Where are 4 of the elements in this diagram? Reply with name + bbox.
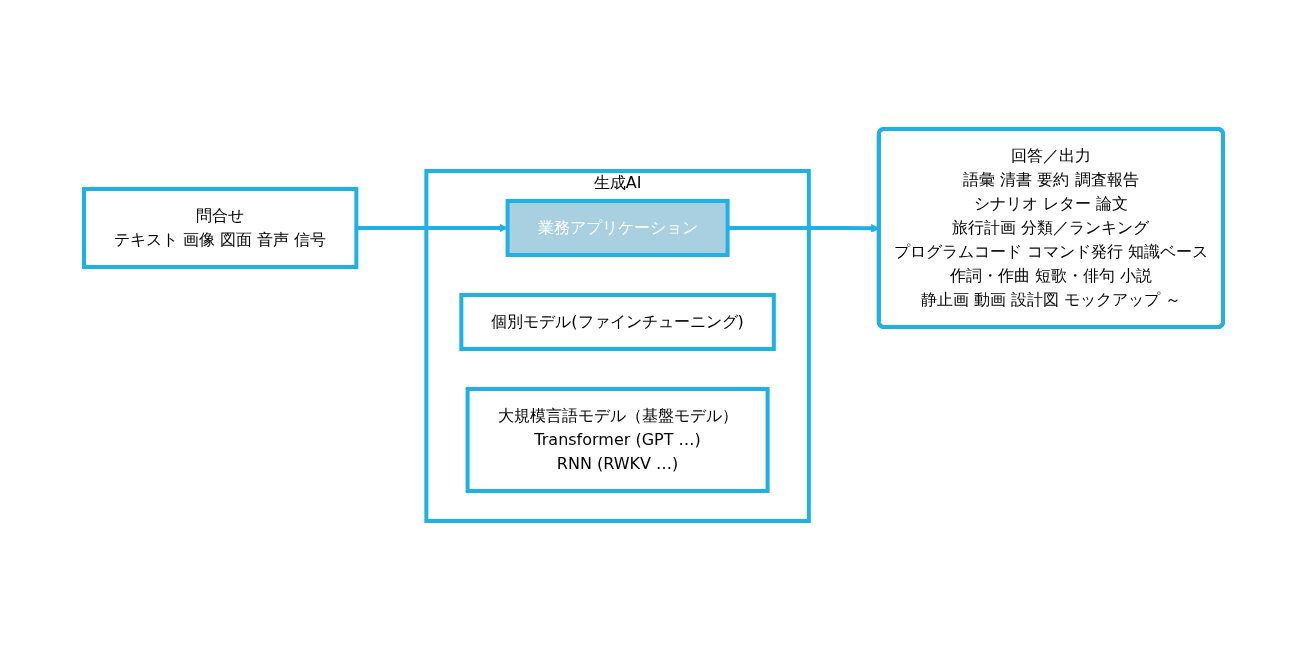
node-box: 業務アプリケーション bbox=[505, 199, 730, 257]
node-box: 大規模言語モデル（基盤モデル） Transformer (GPT …) RNN (RWKV …) bbox=[465, 387, 770, 493]
node-box: 個別モデル(ファインチューニング) bbox=[458, 293, 776, 351]
node-box: 問合せ テキスト 画像 図面 音声 信号 bbox=[81, 187, 358, 269]
